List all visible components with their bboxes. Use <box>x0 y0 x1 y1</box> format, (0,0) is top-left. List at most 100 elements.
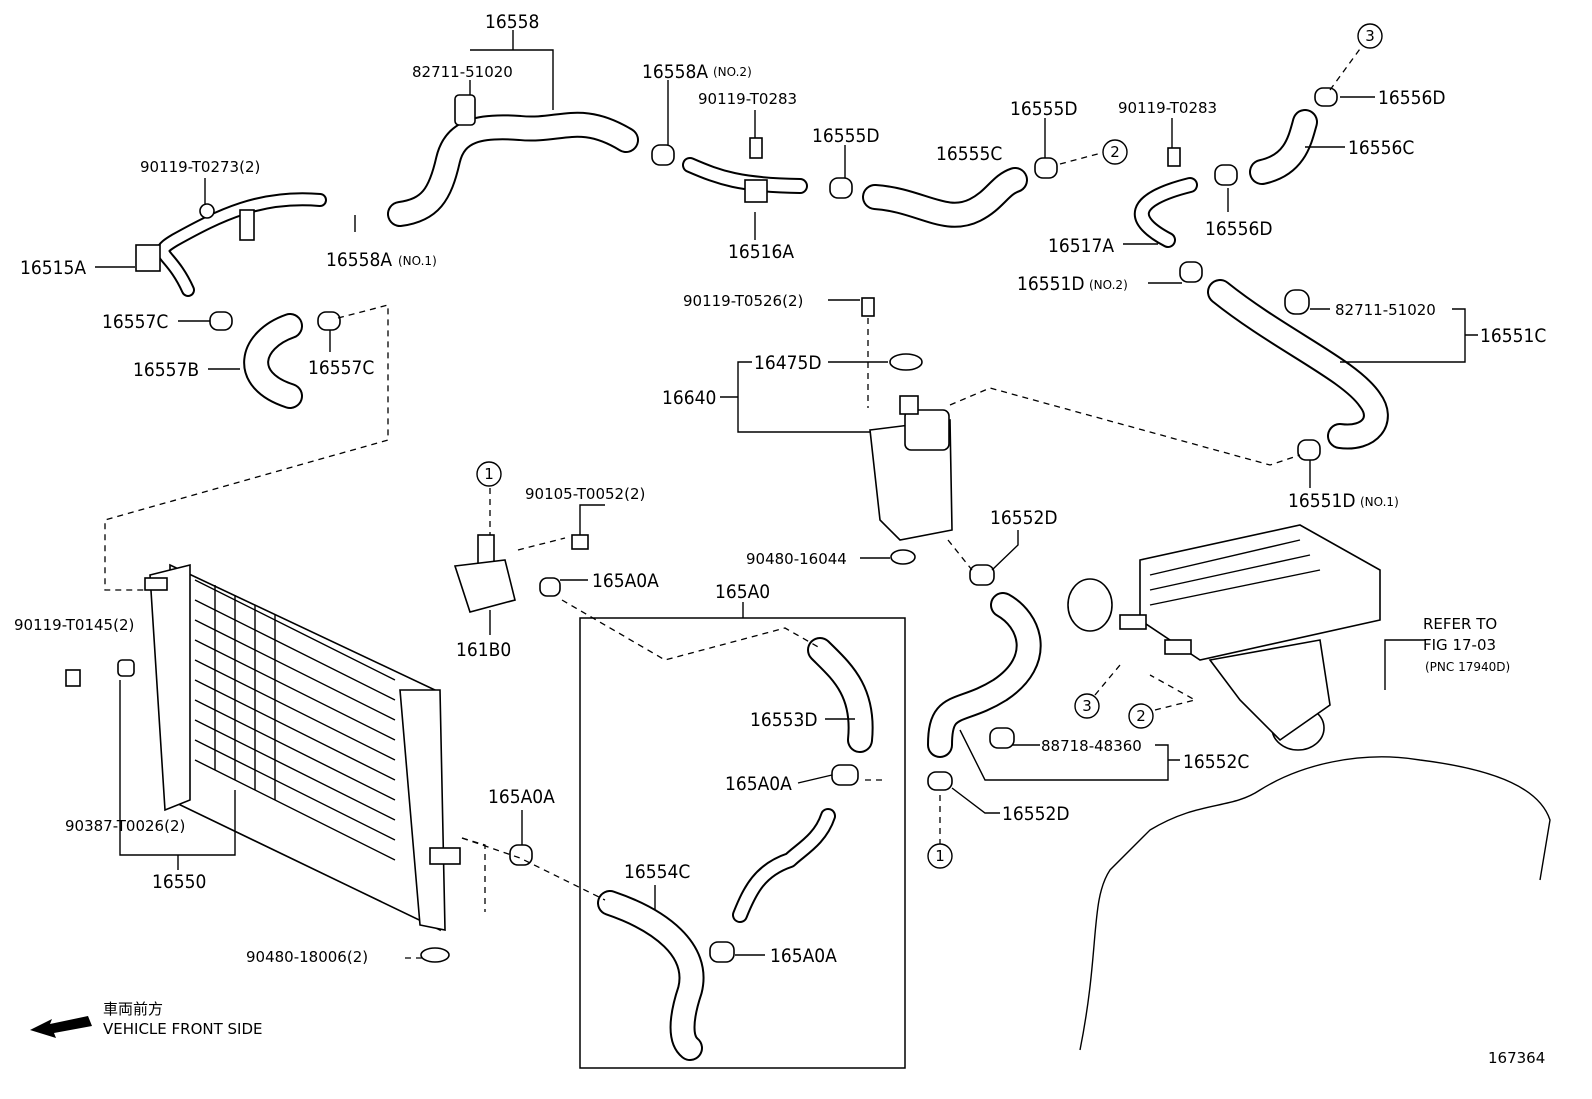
label-16552d-bottom: 16552D <box>1002 803 1070 825</box>
clamp-16555d-left <box>829 177 853 199</box>
clamp-16551d-no2 <box>1179 261 1203 283</box>
intercooler-inlet <box>1067 578 1113 632</box>
clamp-16558a-no2 <box>651 144 675 166</box>
label-16551d-no2-suffix: (NO.2) <box>1089 278 1128 292</box>
hose-16556c <box>1214 87 1338 186</box>
label-16557b: 16557B <box>133 359 199 381</box>
label-165a0a-radiator: 165A0A <box>488 786 555 808</box>
label-90480-16044: 90480-16044 <box>746 550 847 568</box>
cushion-90480-16044 <box>890 549 916 565</box>
label-88718-48360: 88718-48360 <box>1041 737 1142 755</box>
clamp-16552d-top <box>969 564 995 586</box>
label-16558: 16558 <box>485 11 539 33</box>
pipe-16517a <box>1133 147 1198 248</box>
bolt-90119-t0283-b <box>1167 147 1181 167</box>
ref-2-top: 2 <box>1110 143 1120 161</box>
label-161b0: 161B0 <box>456 639 511 661</box>
label-16551d-no1: 16551D <box>1288 490 1356 512</box>
label-16556c: 16556C <box>1348 137 1414 159</box>
label-16552c: 16552C <box>1183 751 1249 773</box>
ref-circle-1-pump <box>476 461 502 487</box>
label-165a0: 165A0 <box>715 581 770 603</box>
label-refer-to: REFER TO <box>1423 615 1497 633</box>
clamp-82711-b <box>1284 289 1310 315</box>
label-165a0a-middle: 165A0A <box>725 773 792 795</box>
guide-lines <box>104 41 1366 959</box>
ref-3-bottom: 3 <box>1082 697 1092 715</box>
ref-2-bottom: 2 <box>1136 707 1146 725</box>
ref-circle-2-bottom <box>1128 703 1154 729</box>
hose-16553d <box>807 637 874 786</box>
label-90480-18006: 90480-18006(2) <box>246 948 368 966</box>
intercooler-port-2 <box>1164 639 1192 655</box>
label-82711-51020-b: 82711-51020 <box>1335 301 1436 319</box>
label-165a0a-bottom: 165A0A <box>770 945 837 967</box>
clamp-165a0a-2 <box>831 764 859 786</box>
hose-16558 <box>387 94 639 227</box>
intercooler-port-3 <box>1119 614 1147 630</box>
label-16555c: 16555C <box>936 143 1002 165</box>
hose-165a0-bottom <box>732 808 836 923</box>
hose-16551c <box>1179 261 1389 461</box>
bracket-16515a-lower <box>135 244 161 272</box>
cap-16475d <box>889 353 923 371</box>
label-16555d-left: 16555D <box>812 125 880 147</box>
bolt-90119-t0283-a <box>749 137 763 159</box>
label-refer-pnc: (PNC 17940D) <box>1425 660 1510 674</box>
bolt-90119-t0145 <box>65 669 81 687</box>
label-90119-t0283-a: 90119-T0283 <box>698 90 797 108</box>
label-82711-51020-a: 82711-51020 <box>412 63 513 81</box>
cushion-90387-t0026 <box>117 659 135 677</box>
label-16516a: 16516A <box>728 241 794 263</box>
part-labels: 16558 82711-51020 16558A (NO.2) 90119-T0… <box>14 11 1546 1067</box>
label-refer-fig: FIG 17-03 <box>1423 636 1496 654</box>
ref-circle-3-top <box>1357 23 1383 49</box>
cushion-90480-18006 <box>420 947 450 963</box>
leader-lines <box>95 30 1478 956</box>
label-16558a-no2: 16558A <box>642 61 708 83</box>
bracket-16515a <box>239 209 255 241</box>
ref-3-top: 3 <box>1365 27 1375 45</box>
label-16515a: 16515A <box>20 257 86 279</box>
label-vehicle-front-jp: 車両前方 <box>103 1000 163 1018</box>
ref-circle-1-bottom <box>927 843 953 869</box>
label-16557c-left: 16557C <box>102 311 168 333</box>
bolt-90119-t0273 <box>199 203 215 219</box>
hose-16554c <box>597 890 735 1061</box>
label-90119-t0283-b: 90119-T0283 <box>1118 99 1217 117</box>
ref-circle-3-bottom <box>1074 693 1100 719</box>
hose-16516a <box>651 137 808 203</box>
clamp-16556d-top <box>1314 87 1338 107</box>
bolt-90119-t0526 <box>861 297 875 317</box>
label-90119-t0273: 90119-T0273(2) <box>140 158 260 176</box>
label-16552d-top: 16552D <box>990 507 1058 529</box>
clamp-88718-48360 <box>989 727 1015 749</box>
hose-16552c <box>927 564 1042 791</box>
label-90105-t0052: 90105-T0052(2) <box>525 485 645 503</box>
clamp-165a0a-3 <box>509 844 533 866</box>
label-16558a-no1-suffix: (NO.1) <box>398 254 437 268</box>
intercooler-assembly <box>1067 524 1381 751</box>
vehicle-front-arrow-icon <box>30 1016 92 1038</box>
clamp-16557c-left <box>209 311 233 331</box>
label-16557c-right: 16557C <box>308 357 374 379</box>
hose-16557b <box>209 311 341 409</box>
ref-circle-2-top <box>1102 139 1128 165</box>
clamp-165a0a-4 <box>709 941 735 963</box>
radiator-inlet <box>144 577 168 591</box>
radiator-core-grid <box>194 579 396 861</box>
reference-markers: 3 2 1 3 2 1 <box>476 23 1383 869</box>
clamp-16551d-no1 <box>1297 439 1321 461</box>
radiator-16550 <box>65 563 461 963</box>
ref-1-bottom: 1 <box>935 847 945 865</box>
label-16556d-bottom: 16556D <box>1205 218 1273 240</box>
clamp-16555d-right <box>1034 157 1058 179</box>
label-16558a-no2-suffix: (NO.2) <box>713 65 752 79</box>
clamp-16557c-right <box>317 311 341 331</box>
label-16550: 16550 <box>152 871 206 893</box>
label-16555d-right: 16555D <box>1010 98 1078 120</box>
radiator-outlet <box>429 847 461 865</box>
clamp-16556d-bottom <box>1214 164 1238 186</box>
